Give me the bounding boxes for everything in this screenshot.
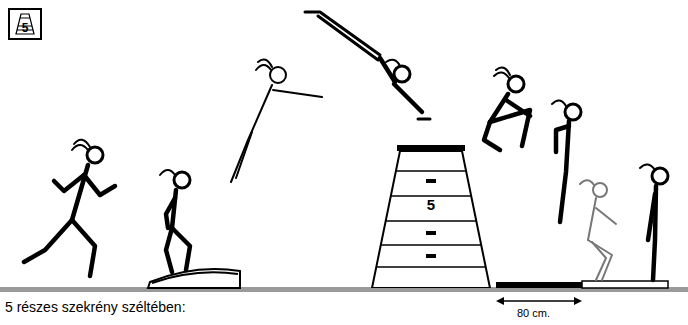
gymnast-running <box>24 140 115 276</box>
box-section-line <box>386 220 477 222</box>
gymnast-flight <box>231 59 322 182</box>
box-section-line <box>381 244 481 246</box>
gymnast-tuck <box>484 67 530 150</box>
number-label: 5 <box>10 22 40 34</box>
box-handle <box>426 179 436 183</box>
landing-mat <box>582 281 668 288</box>
gymnast-landing <box>580 180 616 280</box>
gymnast-handspring <box>305 12 430 119</box>
vaulting-box-shape <box>370 145 492 288</box>
springboard <box>148 269 240 288</box>
box-handle <box>426 231 436 235</box>
box-outline <box>372 151 490 288</box>
box-section-line <box>376 266 485 268</box>
caption: 5 részes szekrény széltében: <box>5 299 186 315</box>
dimension-arrow <box>496 297 582 305</box>
gymnast-straight <box>552 100 581 222</box>
springboard-edge <box>152 272 238 283</box>
gymnast-standing <box>640 164 668 280</box>
box-section-line <box>396 170 466 172</box>
box-handle <box>426 254 436 258</box>
gymnast-takeoff <box>160 170 190 272</box>
dimension-label: 80 cm. <box>517 307 550 319</box>
black-mat <box>496 282 582 288</box>
number-label: 5 <box>370 197 492 212</box>
vaulting-box: 5 <box>370 145 492 288</box>
box-top <box>397 145 465 151</box>
icon-box: 5 <box>8 8 42 40</box>
